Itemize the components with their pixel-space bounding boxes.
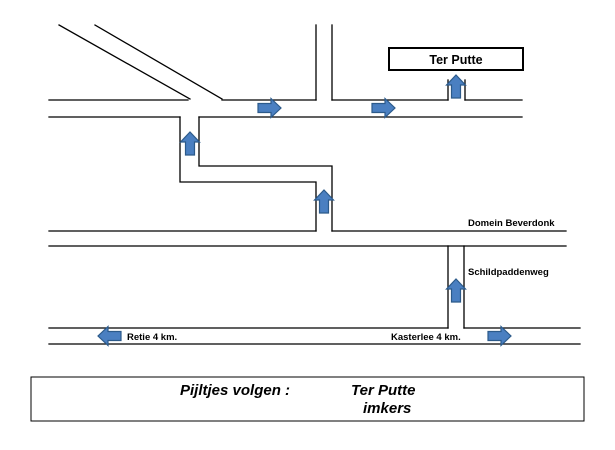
footer-box	[30, 376, 585, 422]
up-arrow-icon	[445, 74, 467, 99]
footer-destination: Ter Putte	[351, 382, 415, 399]
kasterlee-label: Kasterlee 4 km.	[391, 332, 461, 343]
domein-beverdonk-label: Domein Beverdonk	[468, 218, 555, 229]
direction-arrows	[97, 74, 512, 347]
connector-road-outer	[179, 116, 317, 232]
destination-box	[388, 47, 524, 71]
schildpaddenweg-label: Schildpaddenweg	[468, 267, 549, 278]
left-arrow-icon	[97, 325, 122, 347]
right-arrow-icon	[371, 97, 396, 119]
up-arrow-icon	[445, 278, 467, 303]
right-arrow-icon	[257, 97, 282, 119]
diagonal-road-lower	[94, 24, 223, 100]
footer-imkers: imkers	[363, 400, 411, 417]
up-arrow-icon	[179, 131, 201, 156]
diagonal-road-upper	[58, 24, 191, 100]
retie-label: Retie 4 km.	[127, 332, 177, 343]
follow-arrows-label: Pijltjes volgen :	[180, 382, 290, 399]
right-arrow-icon	[487, 325, 512, 347]
destination-label: Ter Putte	[429, 53, 482, 67]
road-network	[48, 24, 581, 345]
up-arrow-icon	[313, 189, 335, 214]
connector-road-inner	[198, 116, 333, 232]
